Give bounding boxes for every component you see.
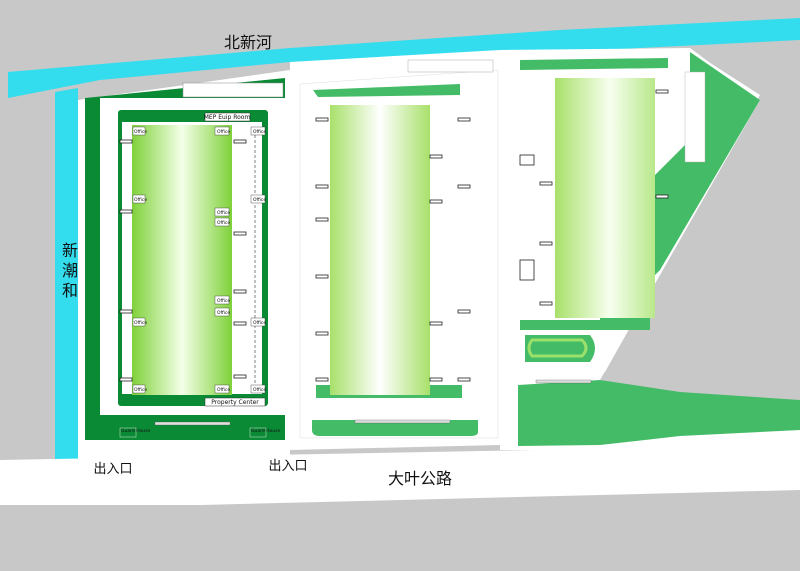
- property-center-label: Property Center: [211, 399, 259, 406]
- site-a-hatch: [182, 82, 284, 98]
- office-a6: [214, 207, 230, 217]
- office-a1: [132, 126, 146, 136]
- office-a3-label: Office: [134, 320, 147, 326]
- office-a11: [250, 126, 266, 136]
- office-a2: [132, 194, 146, 204]
- site-c-top-strip: [520, 58, 668, 70]
- office-a5-label: Office: [217, 129, 230, 135]
- west-river-label-2: 潮: [62, 261, 78, 280]
- site-b-hatch: [407, 59, 494, 73]
- site-b-docks: [315, 117, 471, 382]
- office-a3: [132, 317, 146, 327]
- site-b-gate-strip: [312, 420, 478, 436]
- office-a10: [214, 384, 230, 394]
- site-c-south-lawn: [518, 380, 800, 446]
- site-b-top-strip: [313, 84, 460, 97]
- north-river-label: 北新河: [224, 33, 272, 52]
- office-a14: [250, 384, 266, 394]
- west-river-label-1: 新: [62, 241, 78, 260]
- office-a13-label: Office: [253, 320, 266, 326]
- mep-room: [204, 112, 251, 122]
- site-b-gate-fence: [354, 419, 451, 424]
- site-c-hatch: [684, 71, 706, 163]
- building-b: [330, 105, 430, 395]
- building-a: [132, 125, 232, 395]
- office-a12-label: Office: [253, 197, 266, 203]
- site-a-gate-fence: [154, 421, 231, 426]
- office-a4-label: Office: [134, 387, 147, 393]
- office-a11-label: Office: [253, 129, 266, 135]
- site-c-track-line: [527, 338, 588, 358]
- site-a-docks: [119, 139, 247, 382]
- guard-house-1-label: Guard House: [121, 428, 150, 434]
- building-c: [555, 78, 655, 318]
- office-a14-label: Office: [253, 387, 266, 393]
- office-a6-label: Office: [217, 210, 230, 216]
- office-a4: [132, 384, 146, 394]
- office-a7: [214, 217, 230, 227]
- guard-house-1: [119, 427, 137, 438]
- office-a13: [250, 317, 266, 327]
- office-a8: [214, 295, 230, 305]
- north-river: [8, 18, 800, 98]
- property-center: [204, 397, 266, 407]
- office-a7-label: Office: [217, 220, 230, 226]
- west-river: [55, 88, 78, 460]
- office-a1-label: Office: [134, 129, 147, 135]
- west-river-label-3: 和: [62, 281, 78, 300]
- office-a12: [250, 194, 266, 204]
- entrance-2-label: 出入口: [268, 459, 307, 474]
- site-c-gate-fence: [535, 379, 592, 384]
- office-a9-label: Office: [217, 310, 230, 316]
- office-a2-label: Office: [134, 197, 147, 203]
- mep-room-label: MEP Euip Room: [204, 114, 251, 121]
- south-road: [0, 445, 800, 510]
- entrance-1-label: 出入口: [93, 462, 132, 477]
- site-a-gate-strip: [115, 424, 272, 440]
- south-road-label: 大叶公路: [388, 469, 452, 488]
- office-a10-label: Office: [217, 387, 230, 393]
- guard-house-2-label: Guard House: [251, 428, 280, 434]
- office-a5: [214, 126, 230, 136]
- guard-house-2: [249, 427, 267, 438]
- site-c-docks: [519, 89, 669, 306]
- office-a9: [214, 307, 230, 317]
- office-a8-label: Office: [217, 298, 230, 304]
- south-ground: [0, 505, 800, 571]
